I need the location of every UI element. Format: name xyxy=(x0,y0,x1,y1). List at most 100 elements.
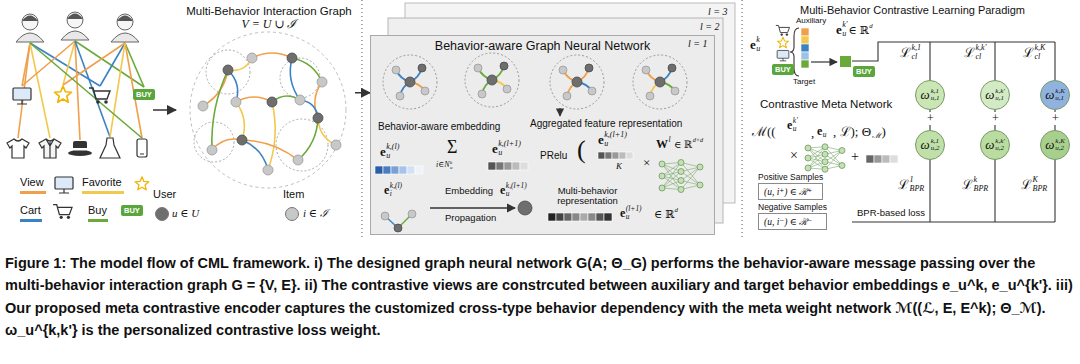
math-symbol: ℒ xyxy=(1023,46,1034,60)
monitor-screen xyxy=(777,50,789,58)
math-symbol: e xyxy=(787,119,792,132)
buy-tag: BUY xyxy=(772,64,794,75)
interaction-edge xyxy=(212,70,228,150)
weight-circle: ωk,1u,1 xyxy=(915,80,945,110)
vector-cell xyxy=(801,52,809,60)
interaction-edge xyxy=(290,58,300,100)
cart-wheel xyxy=(60,216,63,219)
math-symbol: + xyxy=(926,112,935,125)
dress-icon xyxy=(100,138,120,158)
superscript: k,(l+1) xyxy=(498,140,521,149)
interaction-edge xyxy=(252,53,292,58)
legend-circle xyxy=(155,207,169,221)
network-neuron xyxy=(659,173,665,179)
network-neuron xyxy=(822,159,828,165)
annotation-text: Contrastive Meta Network xyxy=(760,98,892,111)
subscript: BPR xyxy=(910,185,925,194)
subscript: u xyxy=(386,152,390,161)
monitor-screen xyxy=(13,88,31,100)
subscript: u,2 xyxy=(1055,145,1065,152)
flow-arrow xyxy=(559,108,560,116)
superscript: K xyxy=(1033,176,1038,185)
vector-cell xyxy=(626,152,633,159)
superscript: k,k' xyxy=(995,138,1004,145)
network-neuron xyxy=(659,161,665,167)
vector-cell xyxy=(619,152,626,159)
math-symbol: ( xyxy=(577,136,586,165)
vector-cell xyxy=(596,213,604,221)
vector-cell xyxy=(801,60,809,68)
subscript: u,2 xyxy=(931,145,940,152)
superscript: k,K xyxy=(1055,88,1065,95)
math-symbol: ∈ ℝ xyxy=(654,208,674,220)
vector-cell xyxy=(496,162,504,170)
math-symbol: i∈N xyxy=(436,161,449,170)
math-symbol: e xyxy=(500,184,505,197)
math-symbol: ℒ xyxy=(964,46,975,60)
item-dot xyxy=(563,92,571,100)
network-icon xyxy=(659,160,703,193)
neighborhood-circle xyxy=(280,58,320,98)
vector-cell xyxy=(564,213,572,221)
superscript: k' xyxy=(842,21,847,30)
user-dot xyxy=(405,77,415,87)
interaction-line xyxy=(125,43,144,87)
subscript: u,1 xyxy=(931,95,940,102)
network-neuron xyxy=(697,164,703,170)
network-neuron xyxy=(805,165,811,171)
superscript: 1 xyxy=(910,176,914,185)
superscript: d xyxy=(675,206,678,213)
script-stack: k,k'u,2 xyxy=(995,138,1004,152)
subscript: BPR xyxy=(1033,185,1048,194)
legend-line xyxy=(82,191,124,194)
item-dot xyxy=(263,165,273,175)
superscript: k,k' xyxy=(976,44,987,53)
neighborhood-circle xyxy=(194,122,234,162)
vector-cell xyxy=(801,28,809,36)
shirt-icon xyxy=(7,139,29,158)
interaction-edge xyxy=(242,140,268,170)
item-dot xyxy=(588,87,596,95)
vector-cell xyxy=(548,213,556,221)
vector-cell xyxy=(612,152,619,159)
item-dot xyxy=(503,85,511,93)
interaction-edge xyxy=(203,70,228,106)
subscript: u xyxy=(842,30,846,39)
legend-text: Buy xyxy=(88,204,107,216)
vector-cell xyxy=(882,155,890,163)
annotation-text: Embedding xyxy=(445,186,493,196)
cart-wheel xyxy=(104,100,108,104)
vector-cell xyxy=(520,162,528,170)
network-neuron xyxy=(678,187,684,193)
vector-cell xyxy=(572,213,580,221)
item-dot xyxy=(671,87,679,95)
math-symbol: + xyxy=(991,112,1000,125)
user-dot xyxy=(223,65,233,75)
item-dot xyxy=(381,212,389,220)
graph-boundary xyxy=(190,32,346,188)
vector-cell xyxy=(375,166,383,174)
subscript: u xyxy=(823,131,827,139)
legend-text: Favorite xyxy=(82,176,122,188)
omega-symbol: ω xyxy=(985,137,994,153)
vector-cell xyxy=(488,162,496,170)
superscript: (l+1) xyxy=(626,205,642,213)
legend-text: View xyxy=(20,176,44,188)
vector-cell xyxy=(415,166,423,174)
annotation-text: Multi-Behavior Contrastive Learning Para… xyxy=(800,4,1025,16)
item-dot xyxy=(646,92,654,100)
math-symbol: W xyxy=(656,138,668,151)
subscript: u xyxy=(626,213,630,221)
superscript: k xyxy=(450,160,452,165)
hat-icon xyxy=(68,141,92,156)
vector-cell xyxy=(504,162,512,170)
interaction-edge xyxy=(236,102,244,140)
embedding-vector xyxy=(488,162,528,170)
weight-circle: ωk,k'u,1 xyxy=(980,80,1010,110)
user-body xyxy=(61,31,89,40)
superscript: k,(l+1) xyxy=(604,131,627,140)
sample-set: (u, i⁻) ∈ ℛ⁻ xyxy=(758,213,827,230)
math-symbol: l = 1 xyxy=(688,38,708,49)
interaction-edge xyxy=(315,82,322,118)
sample-box: Positive Samples(u, i⁺) ∈ ℛ⁺ xyxy=(758,172,823,200)
